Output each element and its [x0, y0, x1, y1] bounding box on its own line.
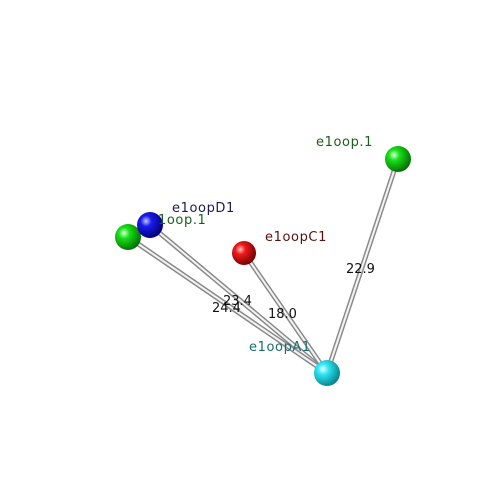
atom-label-g-left: 1oop.1 [158, 213, 206, 228]
atom-label-c1: e1oopC1 [265, 230, 327, 245]
distance-rods [125, 156, 401, 376]
rod-a1-c1 [241, 250, 330, 376]
atom-c1[interactable] [232, 241, 256, 265]
atom-g-right[interactable] [385, 146, 411, 172]
atom-label-d1: e1oopD1 [172, 201, 235, 216]
distance-label-a1-g-right: 22.9 [346, 262, 375, 277]
distance-label-a1-g-left: 24.4 [212, 301, 241, 316]
atom-label-g-right: e1oop.1 [316, 135, 373, 150]
atom-g-left[interactable] [115, 224, 141, 250]
atom-a1[interactable] [314, 360, 340, 386]
distance-label-a1-c1: 18.0 [268, 307, 297, 322]
rod-a1-g-left [125, 234, 330, 376]
distance-label-a1-d1: 23.4 [223, 294, 252, 309]
atom-label-a1: e1oopA1 [249, 340, 311, 355]
rod-a1-d1 [147, 222, 330, 376]
rod-a1-g-right [324, 156, 401, 376]
atom-d1[interactable] [137, 212, 163, 238]
